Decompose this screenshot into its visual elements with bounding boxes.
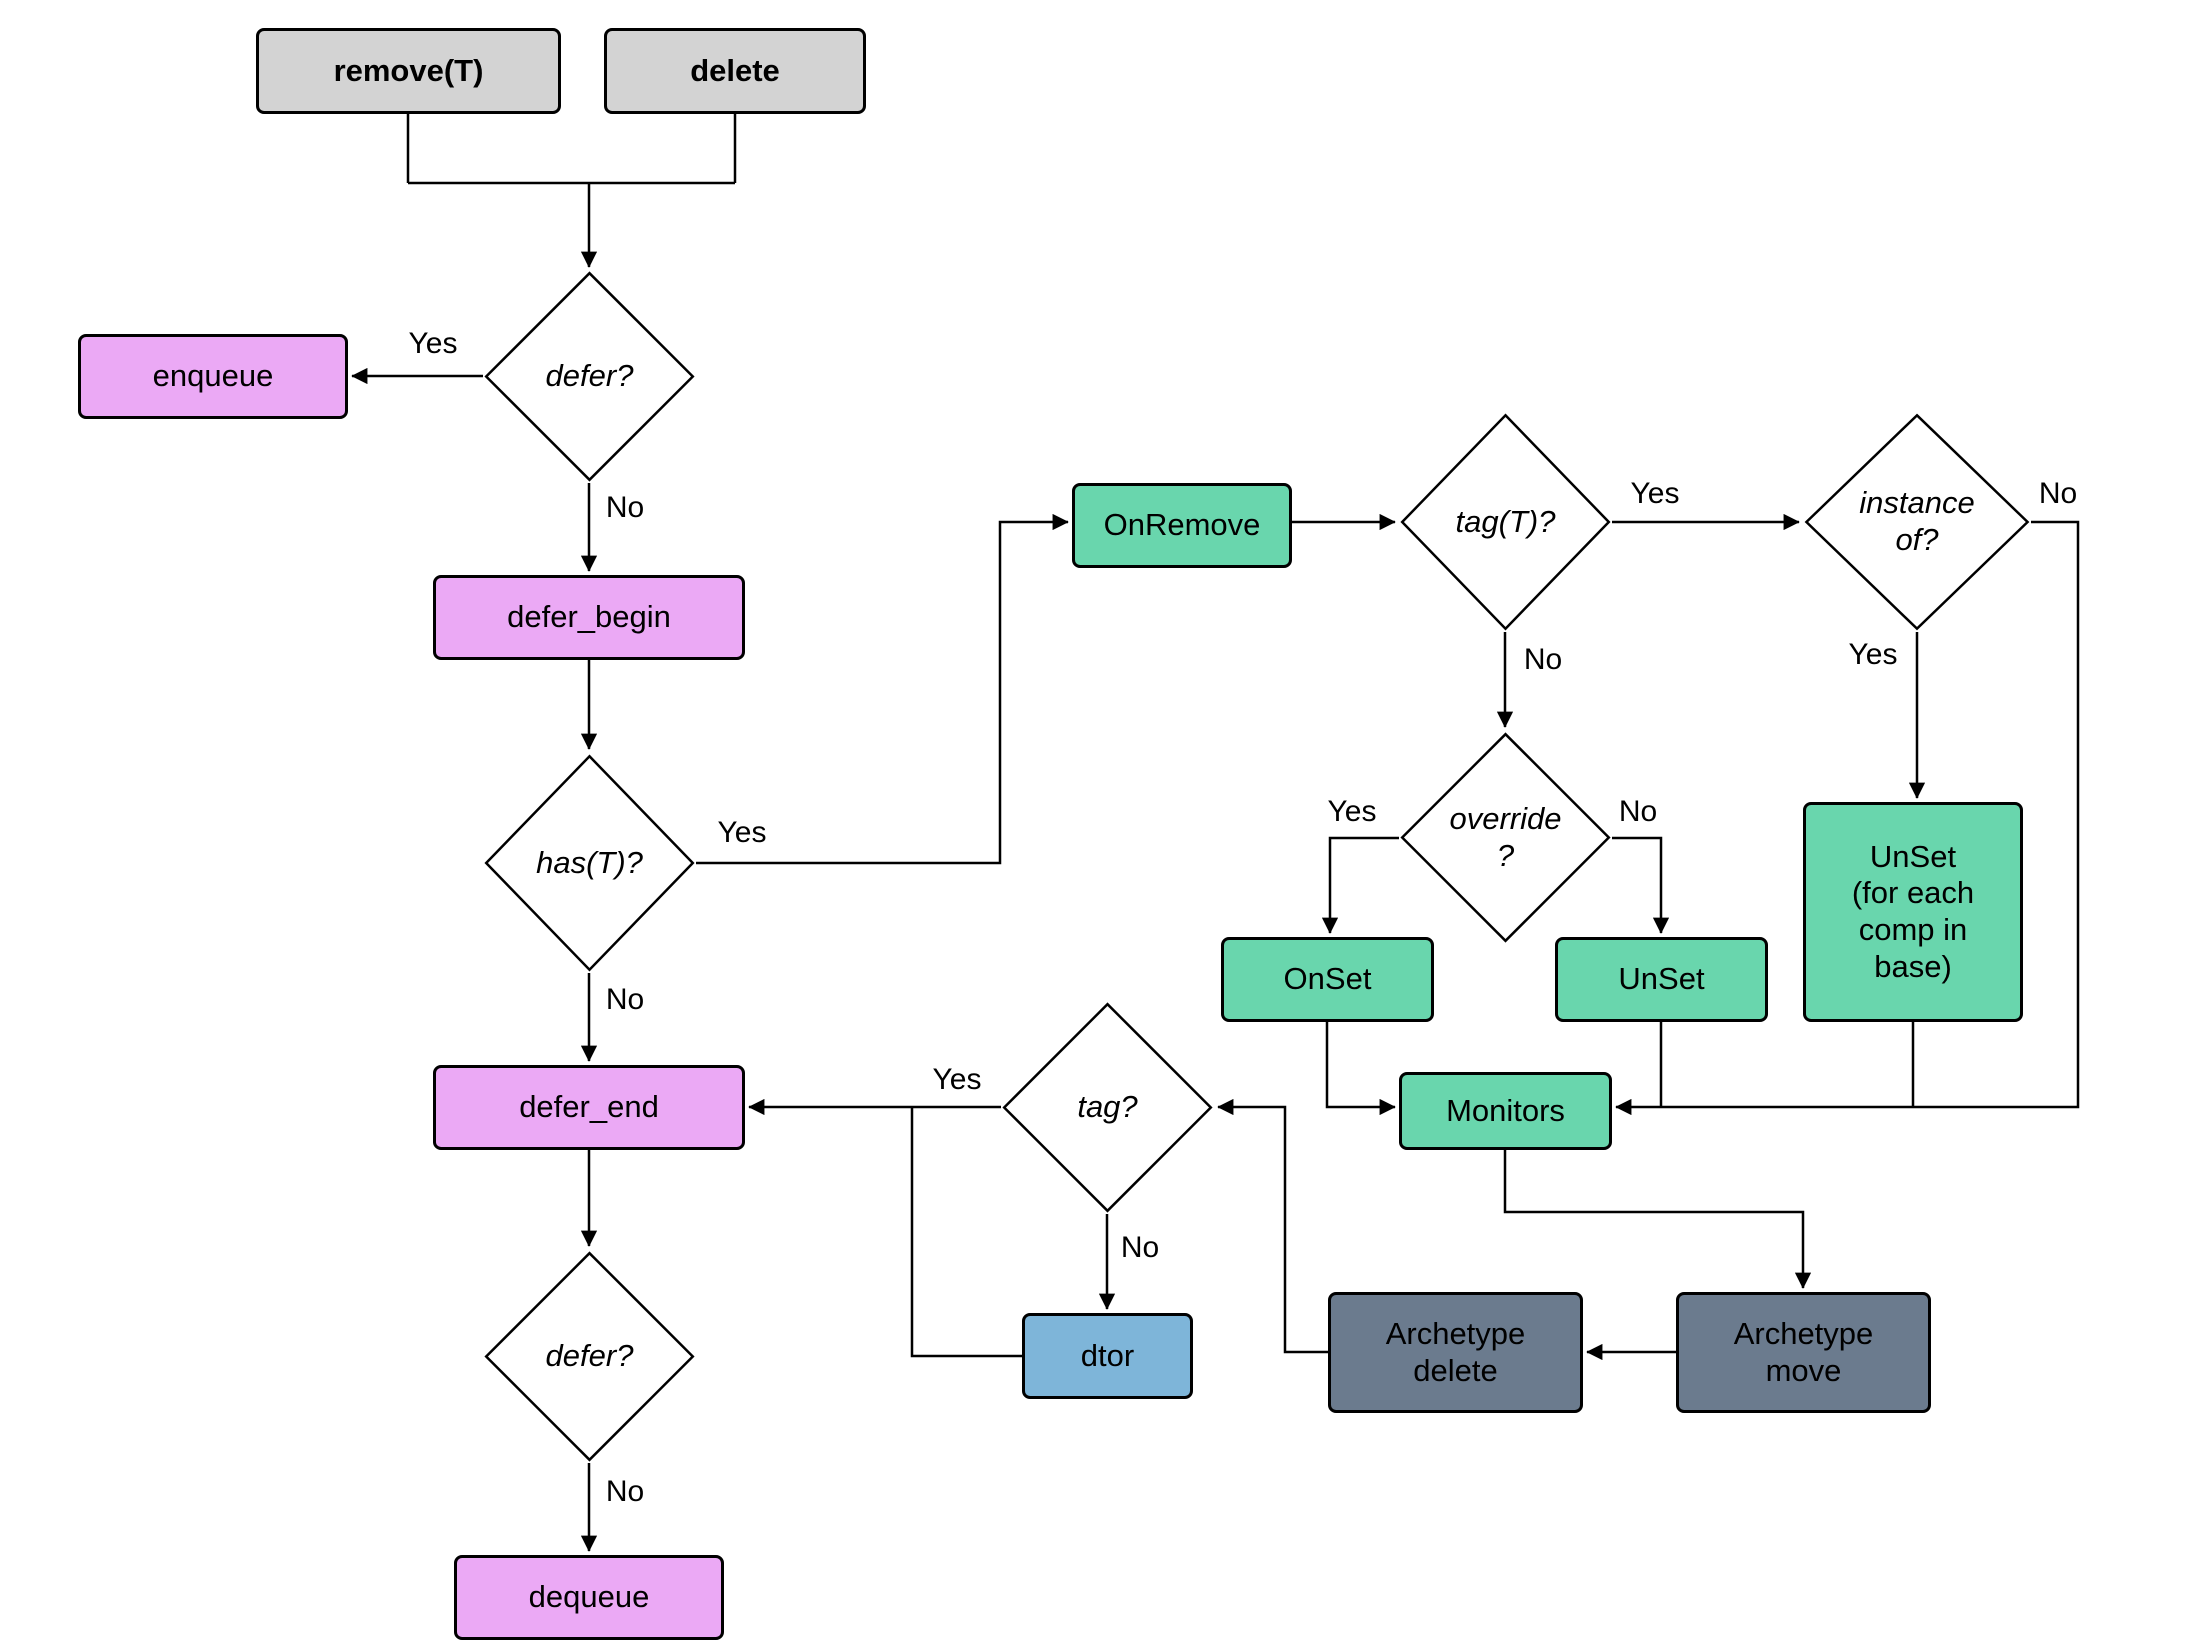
node-defer-begin: defer_begin — [433, 575, 745, 660]
node-archetype-delete: Archetype delete — [1328, 1292, 1583, 1413]
node-defer-end: defer_end — [433, 1065, 745, 1150]
edge-label-instanceof-no: No — [2038, 477, 2078, 510]
node-monitors: Monitors — [1399, 1072, 1612, 1150]
decision-override: override ? — [1399, 731, 1612, 944]
edge-monitors-to-archetypemove — [1503, 1150, 1812, 1289]
edge-hast-to-onremove — [696, 513, 1069, 865]
node-remove-t: remove(T) — [256, 28, 561, 114]
diamond-shape — [486, 273, 693, 480]
decision-defer-1-label: defer? — [545, 358, 634, 394]
decision-override-label: override ? — [1449, 800, 1562, 873]
edge-label-tag-no: No — [1120, 1231, 1160, 1264]
diamond-shape — [486, 1253, 693, 1460]
edge-override-to-onset — [1321, 836, 1399, 934]
node-onremove: OnRemove — [1072, 483, 1292, 568]
node-unset-base: UnSet (for each comp in base) — [1803, 802, 2023, 1022]
decision-tag: tag? — [1001, 1001, 1214, 1214]
edge-label-override-no: No — [1618, 795, 1658, 828]
edge-label-tagt-yes: Yes — [1630, 477, 1680, 510]
decision-instance-of-shape — [1803, 412, 2031, 632]
node-monitors-label: Monitors — [1446, 1092, 1565, 1128]
edge-instanceof-to-monitors — [1615, 520, 2080, 1116]
decision-tag-shape — [1001, 1001, 1214, 1214]
node-onset-label: OnSet — [1283, 961, 1372, 997]
edge-label-defer1-no: No — [605, 491, 645, 524]
decision-tag-label: tag? — [1077, 1089, 1138, 1125]
decision-tag-t: tag(T)? — [1399, 412, 1612, 632]
edge-label-defer1-yes: Yes — [408, 327, 458, 360]
node-remove-t-label: remove(T) — [333, 52, 484, 88]
decision-defer-1-shape — [483, 270, 696, 483]
node-dequeue-label: dequeue — [528, 1579, 650, 1615]
decision-has-t: has(T)? — [483, 753, 696, 973]
edge-label-tagt-no: No — [1523, 643, 1563, 676]
node-unset: UnSet — [1555, 937, 1768, 1022]
diamond-shape — [486, 756, 693, 969]
node-unset-base-label: UnSet (for each comp in base) — [1851, 838, 1975, 984]
decision-has-t-label: has(T)? — [536, 844, 643, 880]
decision-instance-of-label: instance of? — [1859, 485, 1975, 557]
decision-defer-2-shape — [483, 1250, 696, 1463]
edge-override-to-unset — [1612, 836, 1670, 934]
edge-label-instanceof-yes: Yes — [1848, 638, 1898, 671]
node-defer-end-label: defer_end — [519, 1089, 659, 1125]
diamond-shape — [1402, 734, 1609, 941]
node-onremove-label: OnRemove — [1103, 507, 1261, 543]
edge-onset-to-monitors — [1325, 1022, 1396, 1116]
node-enqueue-label: enqueue — [152, 358, 274, 394]
decision-defer-1: defer? — [483, 270, 696, 483]
edge-label-hast-yes: Yes — [717, 816, 767, 849]
node-archetype-delete-label: Archetype delete — [1385, 1315, 1526, 1388]
node-dtor-label: dtor — [1080, 1337, 1135, 1373]
diamond-shape — [1402, 415, 1609, 628]
edge-dtor-to-join — [910, 1107, 1022, 1358]
node-unset-label: UnSet — [1618, 961, 1705, 997]
edge-archetypedelete-to-tag — [1217, 1098, 1328, 1354]
node-delete-label: delete — [690, 52, 780, 88]
node-archetype-move: Archetype move — [1676, 1292, 1931, 1413]
node-delete: delete — [604, 28, 866, 114]
decision-instance-of: instance of? — [1803, 412, 2031, 632]
node-onset: OnSet — [1221, 937, 1434, 1022]
node-dtor: dtor — [1022, 1313, 1193, 1399]
edge-label-defer2-no: No — [605, 1475, 645, 1508]
decision-tag-t-label: tag(T)? — [1455, 503, 1556, 539]
edge-label-tag-yes: Yes — [932, 1063, 982, 1096]
decision-defer-2: defer? — [483, 1250, 696, 1463]
diamond-shape — [1806, 415, 2027, 628]
node-enqueue: enqueue — [78, 334, 348, 419]
node-dequeue: dequeue — [454, 1555, 724, 1640]
decision-override-shape — [1399, 731, 1612, 944]
decision-tag-t-shape — [1399, 412, 1612, 632]
decision-defer-2-label: defer? — [545, 1338, 634, 1374]
edge-label-hast-no: No — [605, 983, 645, 1016]
diamond-shape — [1004, 1004, 1211, 1211]
edge-label-override-yes: Yes — [1327, 795, 1377, 828]
node-archetype-move-label: Archetype move — [1733, 1315, 1874, 1388]
decision-has-t-shape — [483, 753, 696, 973]
node-defer-begin-label: defer_begin — [507, 599, 671, 635]
